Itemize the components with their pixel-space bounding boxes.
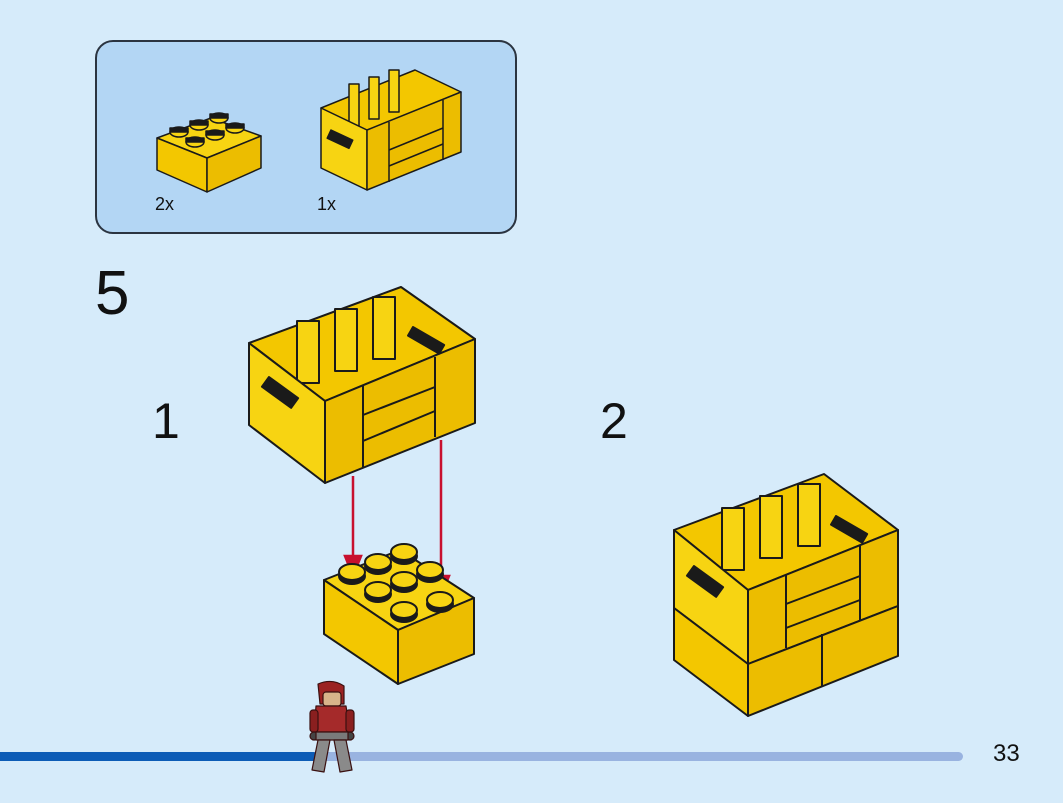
page-number: 33	[993, 740, 1020, 767]
yellow-crate-icon	[320, 69, 462, 191]
yellow-2x3-brick-icon	[156, 112, 262, 193]
minifigure-icon	[309, 680, 355, 773]
assembled-crate-illustration	[673, 473, 899, 717]
yellow-2x3-brick-illustration	[323, 543, 475, 685]
parts-list-panel: 2x 1x	[95, 40, 517, 234]
progress-track	[0, 752, 963, 761]
part-quantity: 1x	[317, 194, 337, 214]
sub-step-number: 1	[152, 393, 180, 449]
progress-fill	[0, 752, 318, 761]
yellow-crate-illustration	[248, 286, 476, 484]
step-number: 5	[95, 259, 130, 328]
part-quantity: 2x	[155, 194, 175, 214]
sub-step-number: 2	[600, 393, 628, 449]
